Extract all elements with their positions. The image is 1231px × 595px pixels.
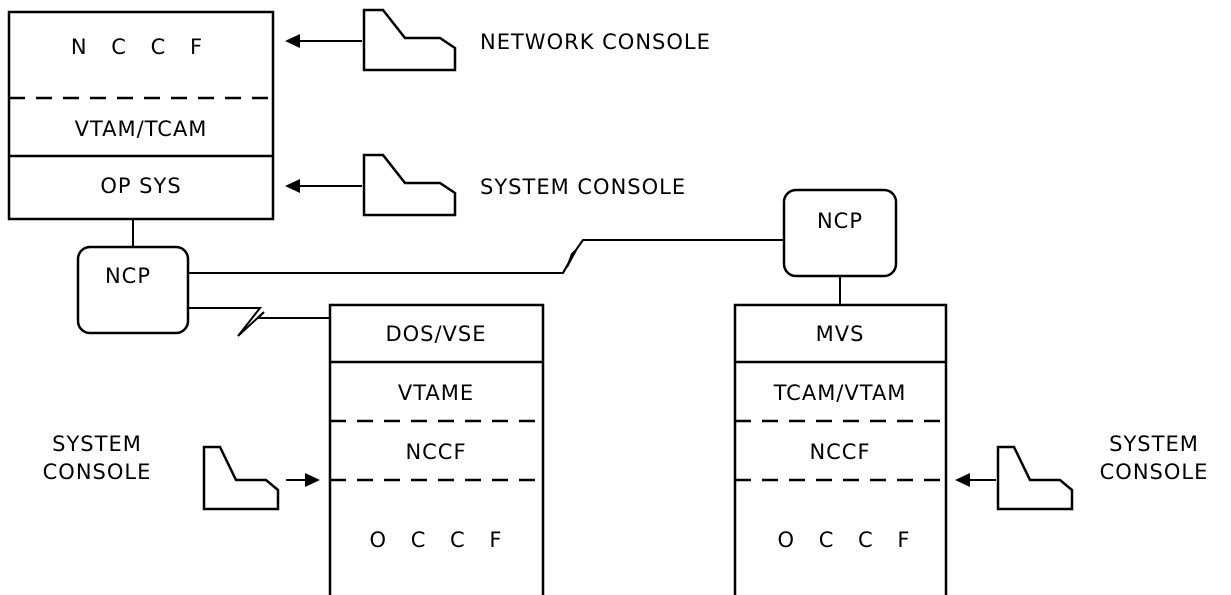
host-top-left-nccf-label: N C C F — [71, 35, 211, 59]
network-console-label: NETWORK CONSOLE — [480, 30, 711, 54]
host-mvs-os-label: MVS — [816, 322, 865, 346]
system-console-top-terminal-icon — [362, 153, 457, 217]
host-mvs: MVS TCAM/VTAM NCCF O C C F — [733, 303, 948, 595]
system-console-top-label: SYSTEM CONSOLE — [480, 175, 686, 199]
ncp-left: NCP — [76, 245, 190, 335]
system-console-right-terminal-icon — [996, 445, 1074, 511]
system-console-right-arrowhead-icon — [955, 473, 970, 487]
system-console-left-label-line1: SYSTEM — [52, 432, 142, 456]
host-mvs-nccf-label: NCCF — [809, 440, 870, 464]
host-top-left-frame — [7, 10, 275, 221]
host-dos-occf-label: O C C F — [370, 528, 511, 552]
network-console: NETWORK CONSOLE — [285, 8, 711, 72]
system-console-top: SYSTEM CONSOLE — [285, 153, 686, 217]
ncp-left-to-dos-link — [188, 307, 330, 337]
system-console-right-label-line2: CONSOLE — [1100, 460, 1209, 484]
system-console-left-label-line2: CONSOLE — [43, 460, 152, 484]
host-mvs-access-method-label: TCAM/VTAM — [773, 381, 907, 405]
ncp-right: NCP — [782, 188, 898, 278]
ncp-link-zig-top — [562, 249, 577, 274]
ncp-right-label: NCP — [817, 209, 863, 233]
host-dos-frame — [328, 303, 545, 595]
ncp-left-box — [76, 245, 190, 335]
ncp-right-box — [782, 188, 898, 278]
system-console-right-label-line1: SYSTEM — [1109, 432, 1199, 456]
host-dos-vse: DOS/VSE VTAME NCCF O C C F — [328, 303, 545, 595]
host-top-left-op-sys-label: OP SYS — [100, 174, 181, 198]
host-top-left-access-method-label: VTAM/TCAM — [75, 117, 208, 141]
system-console-left-arrowhead-icon — [305, 473, 320, 487]
system-console-left: SYSTEM CONSOLE — [43, 432, 320, 511]
host-dos-os-label: DOS/VSE — [385, 322, 486, 346]
host-dos-nccf-label: NCCF — [405, 440, 466, 464]
system-console-right: SYSTEM CONSOLE — [955, 432, 1209, 511]
network-console-arrowhead-icon — [285, 34, 300, 48]
ncp-left-label: NCP — [105, 264, 151, 288]
system-console-left-terminal-icon — [202, 445, 280, 511]
host-dos-access-method-label: VTAME — [398, 381, 474, 405]
system-console-top-arrowhead-icon — [285, 179, 300, 193]
ncp-left-to-ncp-right-link — [188, 239, 784, 274]
host-top-left: N C C F VTAM/TCAM OP SYS — [7, 10, 275, 221]
network-console-terminal-icon — [362, 8, 457, 72]
host-mvs-occf-label: O C C F — [778, 528, 919, 552]
host-mvs-frame — [733, 303, 948, 595]
